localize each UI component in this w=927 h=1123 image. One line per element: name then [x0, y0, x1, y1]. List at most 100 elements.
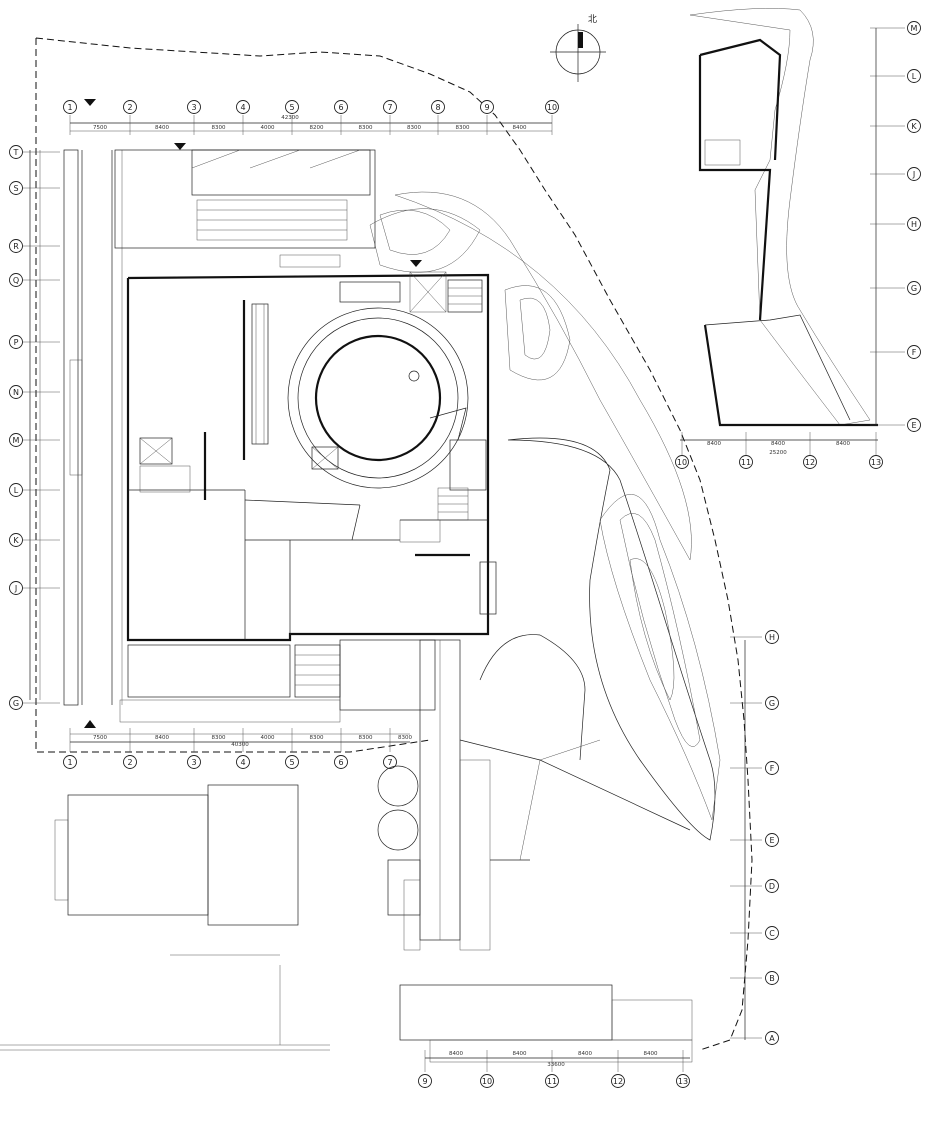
- axis-bubble-top-8: 8: [431, 100, 445, 114]
- dim-bottom-6: 8300: [398, 735, 412, 741]
- axis-bubble-left-R: R: [9, 239, 23, 253]
- section-marker-stair-icon: [174, 143, 186, 150]
- west-colonnade: [63, 149, 123, 706]
- section-marker-top-icon: [84, 99, 96, 106]
- dim-top-1: 8400: [155, 125, 169, 131]
- svg-text:6: 6: [338, 103, 343, 112]
- inset-axis-bubble-J: J: [907, 167, 921, 181]
- south-axis-bubble-B: B: [765, 971, 779, 985]
- axis-bubble-top-1: 1: [63, 100, 77, 114]
- svg-text:12: 12: [805, 458, 815, 467]
- svg-text:R: R: [13, 242, 19, 251]
- dim-top-4: 8200: [310, 125, 324, 131]
- axis-bubble-left-P: P: [9, 335, 23, 349]
- svg-text:L: L: [14, 486, 19, 495]
- dim-top-3: 4000: [261, 125, 275, 131]
- svg-text:9: 9: [484, 103, 489, 112]
- main-building: [126, 273, 497, 642]
- south-total-dimension: 33600: [547, 1062, 565, 1068]
- svg-text:13: 13: [871, 458, 881, 467]
- svg-text:S: S: [13, 184, 18, 193]
- inset-axis-bubble-L: L: [907, 69, 921, 83]
- south-axis-bubble-9: 9: [418, 1074, 432, 1088]
- south-plaza: [399, 634, 693, 1063]
- svg-text:1: 1: [67, 103, 72, 112]
- svg-text:A: A: [769, 1034, 775, 1043]
- axis-bubble-left-N: N: [9, 385, 23, 399]
- svg-text:F: F: [912, 348, 917, 357]
- svg-text:3: 3: [191, 758, 196, 767]
- svg-text:F: F: [770, 764, 775, 773]
- dim-bottom-5: 8300: [359, 735, 373, 741]
- site-boundary: [35, 37, 753, 1051]
- svg-text:8: 8: [435, 103, 440, 112]
- svg-text:1: 1: [67, 758, 72, 767]
- axis-bubble-left-Q: Q: [9, 273, 23, 287]
- axis-bubble-top-7: 7: [383, 100, 397, 114]
- svg-text:9: 9: [422, 1077, 427, 1086]
- svg-text:5: 5: [289, 103, 294, 112]
- dim-top-7: 8300: [456, 125, 470, 131]
- dim-bottom-1: 8400: [155, 735, 169, 741]
- north-arrow-icon: 北: [550, 14, 606, 82]
- inset-axis-bubble-K: K: [907, 119, 921, 133]
- south-axis-bubble-A: A: [765, 1031, 779, 1045]
- south-axis-bubble-E: E: [765, 833, 779, 847]
- axis-bubble-left-T: T: [9, 145, 23, 159]
- section-marker-entry-icon: [410, 260, 422, 267]
- left-dimension-line: [29, 150, 41, 700]
- axis-bubble-bottom-7: 7: [383, 755, 397, 769]
- axis-bubble-left-L: L: [9, 483, 23, 497]
- dim-top-8: 8400: [513, 125, 527, 131]
- axis-bubble-left-M: M: [9, 433, 23, 447]
- axis-bubble-top-10: 10: [545, 100, 559, 114]
- svg-text:10: 10: [482, 1077, 492, 1086]
- svg-text:3: 3: [191, 103, 196, 112]
- south-dim-1: 8400: [513, 1051, 527, 1057]
- svg-text:E: E: [769, 836, 774, 845]
- axis-bubble-bottom-4: 4: [236, 755, 250, 769]
- svg-text:6: 6: [338, 758, 343, 767]
- svg-text:13: 13: [678, 1077, 688, 1086]
- svg-text:5: 5: [289, 758, 294, 767]
- svg-text:E: E: [911, 421, 916, 430]
- svg-text:11: 11: [741, 458, 751, 467]
- northeast-core: [339, 271, 487, 521]
- south-axis-bubble-11: 11: [545, 1074, 559, 1088]
- dim-top-0: 7500: [93, 125, 107, 131]
- svg-text:7: 7: [387, 758, 392, 767]
- axis-bubble-top-2: 2: [123, 100, 137, 114]
- svg-text:H: H: [911, 220, 917, 229]
- main-top-total-dimension: 42300: [281, 115, 299, 121]
- svg-text:10: 10: [677, 458, 687, 467]
- svg-text:7: 7: [387, 103, 392, 112]
- svg-text:10: 10: [547, 103, 557, 112]
- svg-text:G: G: [911, 284, 917, 293]
- section-marker-bottom-icon: [84, 720, 96, 728]
- inset-axis-bubble-10: 10: [675, 455, 689, 469]
- south-axis-bubble-G: G: [765, 696, 779, 710]
- axis-bubble-left-G: G: [9, 696, 23, 710]
- south-axis-bubble-12: 12: [611, 1074, 625, 1088]
- svg-text:G: G: [769, 699, 775, 708]
- dim-bottom-3: 4000: [261, 735, 275, 741]
- svg-text:G: G: [13, 699, 19, 708]
- inset-axis-bubble-H: H: [907, 217, 921, 231]
- svg-text:L: L: [912, 72, 917, 81]
- svg-text:K: K: [911, 122, 917, 131]
- west-hall-escalator: [242, 300, 269, 460]
- bottom-dimension-line: [70, 733, 410, 743]
- axis-bubble-bottom-1: 1: [63, 755, 77, 769]
- tree-row: [377, 765, 419, 851]
- axis-bubble-left-J: J: [9, 581, 23, 595]
- svg-text:J: J: [912, 170, 915, 179]
- inset-axis-bubble-11: 11: [739, 455, 753, 469]
- svg-text:4: 4: [240, 103, 245, 112]
- dim-bottom-2: 8300: [212, 735, 226, 741]
- inset-axis-bubble-E: E: [907, 418, 921, 432]
